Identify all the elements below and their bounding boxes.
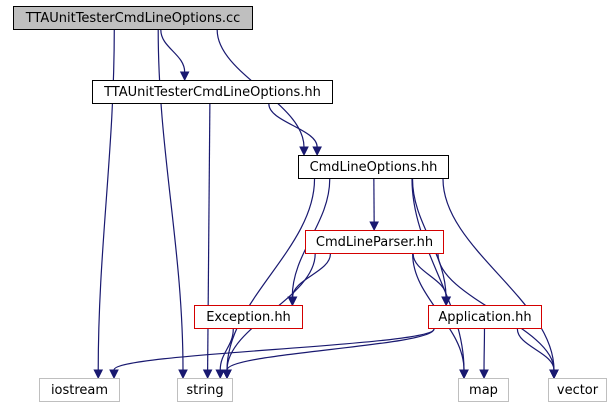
node-cmdlineoptions-hh[interactable]: CmdLineOptions.hh — [298, 155, 449, 179]
edge-exception-to-string — [219, 328, 234, 371]
node-map: map — [458, 378, 509, 402]
node-vector: vector — [548, 378, 607, 402]
edge-application-to-string — [226, 328, 435, 371]
node-iostream: iostream — [39, 378, 120, 402]
arrowhead-root-to-iostream — [93, 369, 104, 380]
node-ttaunittestercmdlineoptions-cc: TTAUnitTesterCmdLineOptions.cc — [13, 6, 253, 30]
node-ttaunittestercmdlineoptions-hh[interactable]: TTAUnitTesterCmdLineOptions.hh — [92, 80, 333, 104]
edge-cmdlineoptions-to-map — [411, 178, 465, 371]
arrowhead-root-to-string — [178, 369, 188, 380]
arrowhead-root-to-tester_hh — [179, 71, 190, 82]
arrowhead-application-to-vector — [549, 369, 559, 380]
edge-cmdlineoptions-to-string — [226, 178, 316, 371]
arrowhead-cmdlineparser-to-map — [459, 369, 469, 380]
edge-cmdlineparser-to-application — [412, 253, 447, 298]
edge-cmdlineparser-to-exception — [292, 253, 331, 298]
edge-tester_hh-to-cmdlineoptions — [268, 103, 318, 148]
arrowhead-cmdlineparser-to-exception — [287, 296, 298, 307]
node-application-hh[interactable]: Application.hh — [428, 305, 542, 329]
arrowhead-application-to-string — [222, 369, 232, 380]
arrowhead-application-to-map — [479, 369, 489, 380]
edge-root-to-string — [157, 29, 184, 371]
arrowhead-cmdlineoptions-to-cmdlineparser — [369, 221, 379, 232]
arrowhead-cmdlineparser-to-application — [441, 296, 452, 307]
node-cmdlineparser-hh[interactable]: CmdLineParser.hh — [305, 230, 444, 254]
edge-root-to-tester_hh — [160, 29, 186, 73]
arrowhead-root-to-cmdlineoptions — [299, 146, 309, 157]
arrowhead-application-to-iostream — [109, 369, 119, 380]
edge-application-to-vector — [516, 328, 555, 371]
arrowhead-tester_hh-to-string — [202, 369, 213, 380]
node-string: string — [177, 378, 233, 402]
arrowhead-tester_hh-to-cmdlineoptions — [312, 146, 322, 157]
edge-tester_hh-to-string — [207, 103, 211, 371]
node-exception-hh[interactable]: Exception.hh — [194, 305, 303, 329]
edge-application-to-iostream — [113, 328, 435, 371]
arrowhead-exception-to-string — [215, 369, 226, 380]
edge-cmdlineoptions-to-vector — [442, 178, 555, 371]
edge-root-to-iostream — [97, 29, 115, 371]
